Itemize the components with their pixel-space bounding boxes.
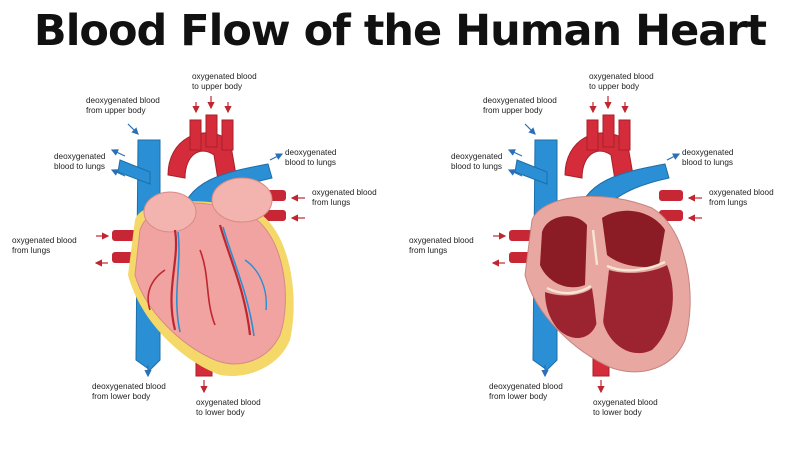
cross-section-heart-illustration: [491, 96, 702, 394]
aortic-arch: [564, 132, 634, 181]
coronary-vessels: [147, 224, 267, 337]
pulmonary-vein: [262, 210, 286, 221]
right-atrium: [143, 191, 197, 233]
left-atrium: [211, 177, 273, 223]
right-atrium-chamber: [540, 216, 587, 288]
pulmonary-vein: [659, 190, 683, 201]
aorta-branch: [602, 114, 615, 148]
left-ventricle-chamber: [603, 265, 673, 354]
aortic-arch: [167, 132, 237, 181]
pulmonary-vein: [112, 230, 136, 241]
aorta-branch: [618, 119, 631, 151]
aorta-branch: [189, 119, 202, 151]
aorta-branch: [205, 114, 218, 148]
page-title: Blood Flow of the Human Heart: [33, 6, 767, 56]
left-atrium-chamber: [602, 210, 665, 267]
pulmonary-vein: [509, 230, 533, 241]
aorta-branch: [586, 119, 599, 151]
valves: [546, 229, 666, 295]
right-ventricle-chamber: [545, 288, 597, 339]
exterior-heart-illustration: [94, 96, 305, 394]
aorta-branch: [221, 119, 234, 151]
septum: [591, 264, 609, 361]
flow-arrows: [491, 96, 702, 394]
flow-arrows: [94, 96, 305, 394]
